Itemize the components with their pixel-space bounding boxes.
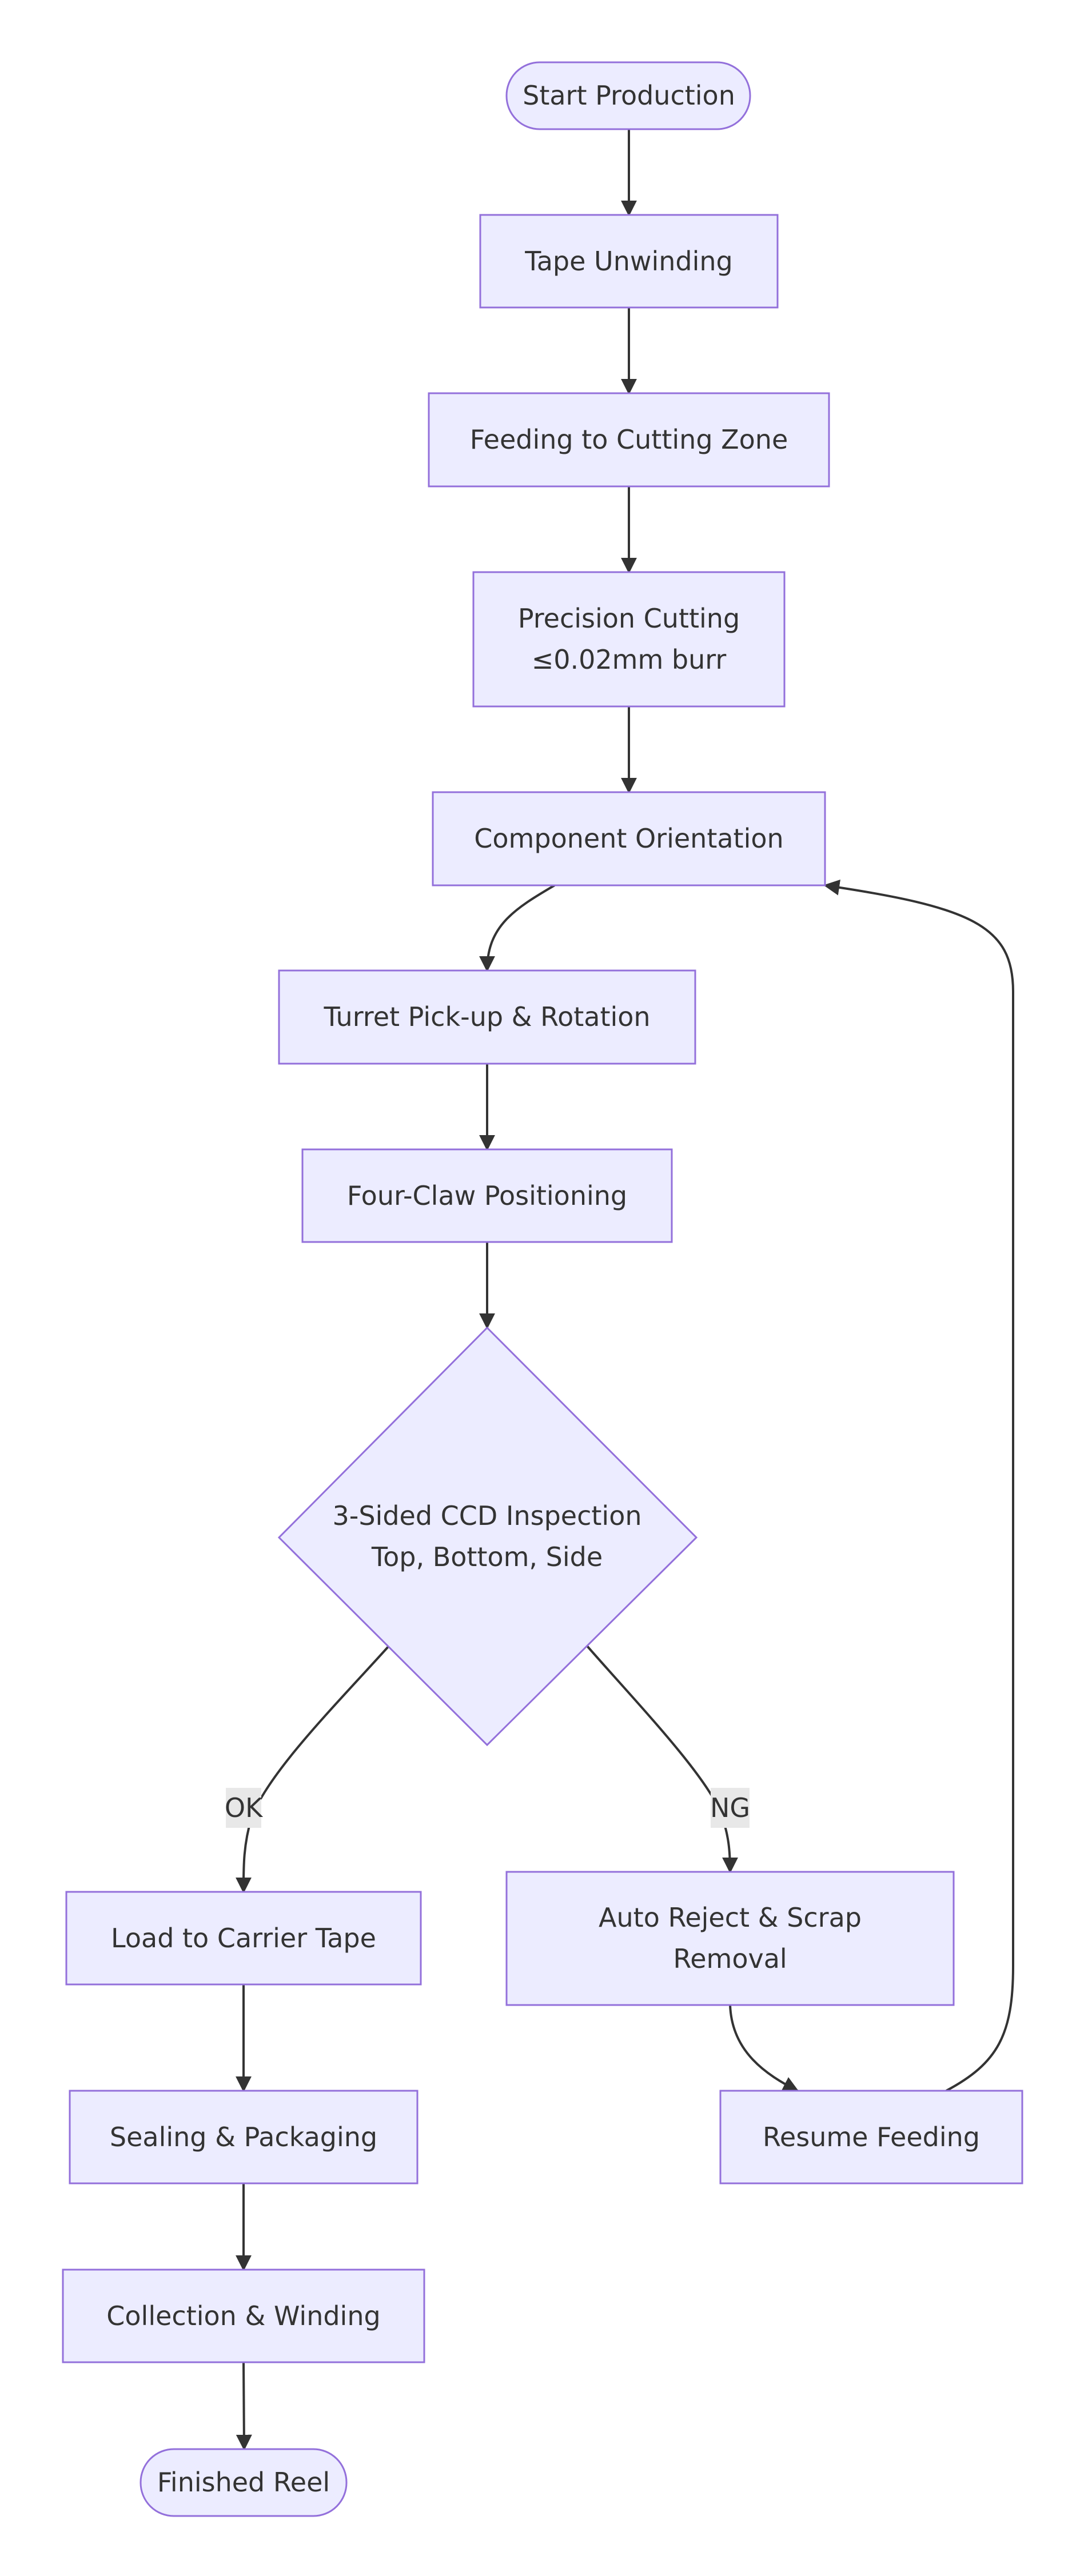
node-label: Turret Pick-up & Rotation xyxy=(323,1001,650,1032)
node-label: Load to Carrier Tape xyxy=(111,1923,376,1954)
node-auto-reject-scrap-removal[interactable]: Auto Reject & Scrap Removal xyxy=(505,1871,955,2006)
edge-resume-to-orient xyxy=(823,879,1014,2092)
node-label: Finished Reel xyxy=(157,2467,330,2498)
node-finished-reel[interactable]: Finished Reel xyxy=(140,2448,348,2517)
node-label: Feeding to Cutting Zone xyxy=(470,424,788,455)
edge-label-ok-text: OK xyxy=(225,1792,264,1823)
node-label-line-1: Auto Reject & Scrap xyxy=(599,1902,862,1933)
edge-ccd-to-load xyxy=(235,1645,390,1894)
edge-label-ok: OK xyxy=(225,1788,264,1828)
node-feeding-to-cutting-zone[interactable]: Feeding to Cutting Zone xyxy=(428,392,830,488)
node-label: Four-Claw Positioning xyxy=(347,1180,627,1211)
node-component-orientation[interactable]: Component Orientation xyxy=(432,791,826,886)
edge-ccd-to-reject xyxy=(586,1645,738,1874)
node-label: Resume Feeding xyxy=(763,2122,980,2152)
node-label: Sealing & Packaging xyxy=(110,2122,377,2152)
node-label: Tape Unwinding xyxy=(524,246,733,277)
node-four-claw-positioning[interactable]: Four-Claw Positioning xyxy=(301,1148,673,1243)
node-collection-winding[interactable]: Collection & Winding xyxy=(62,2269,425,2363)
node-turret-pickup-rotation[interactable]: Turret Pick-up & Rotation xyxy=(278,969,696,1065)
node-ccd-inspection-decision[interactable]: 3-Sided CCD Inspection Top, Bottom, Side xyxy=(277,1326,698,1747)
node-label-line-1: Precision Cutting xyxy=(518,603,740,634)
node-resume-feeding[interactable]: Resume Feeding xyxy=(719,2090,1023,2184)
node-label: Collection & Winding xyxy=(106,2301,380,2331)
edge-orient-to-turret xyxy=(479,884,556,972)
edge-reject-to-resume xyxy=(729,2004,799,2092)
node-label-line-2: ≤0.02mm burr xyxy=(532,644,727,675)
node-sealing-packaging[interactable]: Sealing & Packaging xyxy=(69,2090,419,2184)
node-load-to-carrier-tape[interactable]: Load to Carrier Tape xyxy=(65,1891,422,1986)
node-label-line-2: Removal xyxy=(673,1943,787,1974)
node-start-production[interactable]: Start Production xyxy=(505,61,751,130)
node-label-line-2: Top, Bottom, Side xyxy=(371,1541,603,1572)
edges xyxy=(235,129,1014,2451)
node-label: Start Production xyxy=(523,80,735,111)
edge-label-ng-text: NG xyxy=(710,1792,750,1823)
node-label-line-1: 3-Sided CCD Inspection xyxy=(332,1500,641,1531)
node-label: Component Orientation xyxy=(474,823,783,854)
node-precision-cutting[interactable]: Precision Cutting ≤0.02mm burr xyxy=(472,571,786,708)
node-tape-unwinding[interactable]: Tape Unwinding xyxy=(479,214,779,309)
edge-label-ng: NG xyxy=(710,1788,750,1828)
